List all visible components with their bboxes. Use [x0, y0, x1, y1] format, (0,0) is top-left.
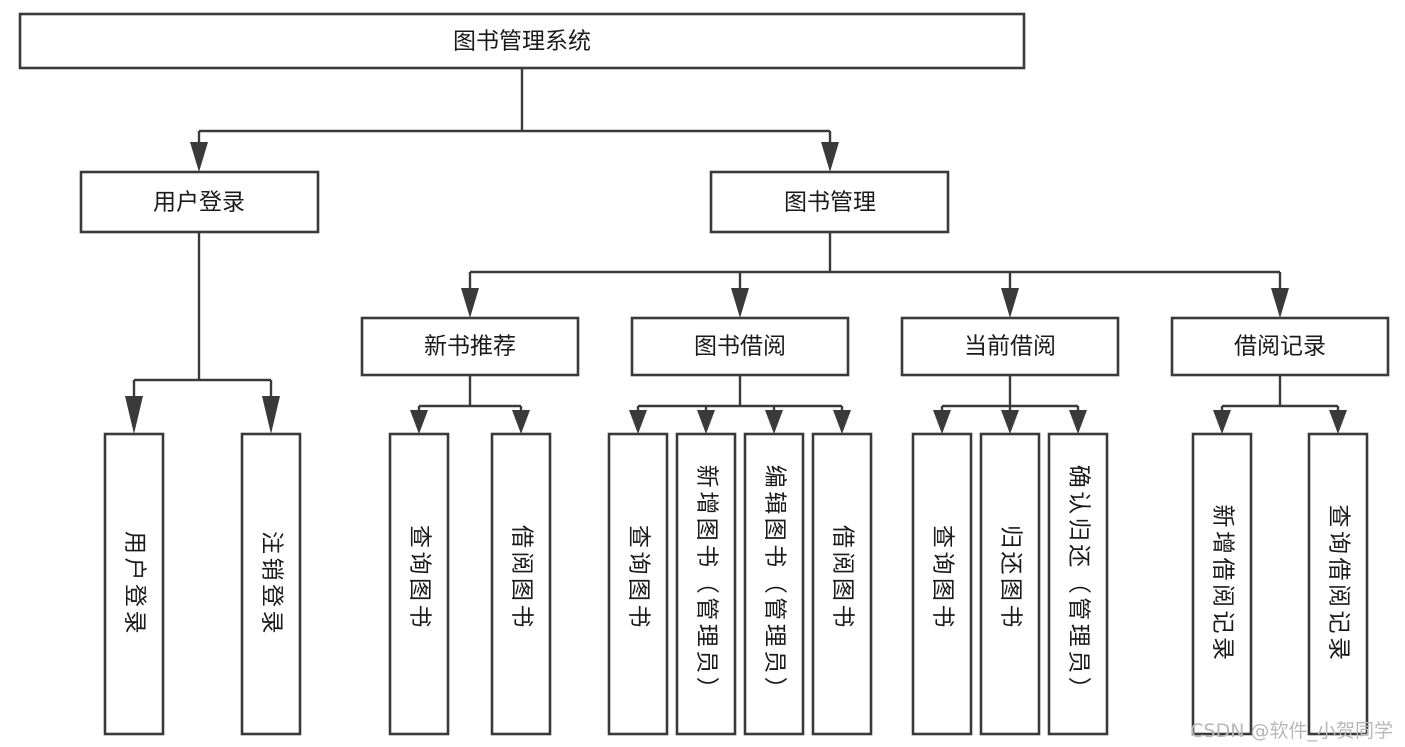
node-new-book-recommend-box[interactable]: [360, 316, 580, 377]
connectors-book-management-to-level3: [461, 232, 1289, 318]
connectors-user-login-to-leaves: [125, 232, 280, 434]
node-borrow-record[interactable]: 借阅记录: [1170, 316, 1390, 377]
node-leaf-query-book-1-box[interactable]: [388, 432, 450, 736]
node-leaf-borrow-book-2[interactable]: 借阅图书: [811, 432, 873, 736]
node-current-borrow-label: 当前借阅: [964, 334, 1056, 360]
arrow-leaf-query-record-icon: [1329, 410, 1347, 434]
node-leaf-query-record-label: 查询借阅记录: [1326, 505, 1352, 664]
arrow-leaf-user-login-icon: [125, 396, 143, 434]
node-leaf-add-book[interactable]: 新增图书（管理员）: [675, 432, 737, 736]
connectors-root-to-level2: [190, 68, 839, 172]
node-leaf-user-login[interactable]: 用户登录: [103, 432, 165, 736]
node-leaf-query-book-1-label: 查询图书: [407, 525, 433, 631]
arrow-leaf-edit-book-icon: [765, 410, 783, 434]
arrow-leaf-borrow-book-1-icon: [512, 410, 530, 434]
node-leaf-borrow-book-2-label: 借阅图书: [830, 525, 856, 631]
arrow-to-book-borrow-icon: [731, 288, 749, 318]
arrow-to-user-login-icon: [190, 142, 208, 172]
node-leaf-query-record[interactable]: 查询借阅记录: [1307, 432, 1369, 736]
node-borrow-record-label: 借阅记录: [1234, 334, 1326, 360]
node-user-login-box[interactable]: [79, 170, 320, 234]
node-leaf-return-book[interactable]: 归还图书: [979, 432, 1041, 736]
node-leaf-borrow-book-1-label: 借阅图书: [509, 525, 535, 631]
node-root[interactable]: 图书管理系统: [18, 12, 1026, 70]
node-book-borrow-label: 图书借阅: [694, 334, 786, 360]
arrow-to-current-borrow-icon: [1001, 288, 1019, 318]
node-book-management-box[interactable]: [709, 170, 950, 234]
node-book-borrow-box[interactable]: [630, 316, 850, 377]
node-leaf-query-book-3-label: 查询图书: [930, 525, 956, 631]
node-root-box[interactable]: [18, 12, 1026, 70]
arrow-leaf-query-book-2-icon: [629, 410, 647, 434]
arrow-to-book-management-icon: [821, 142, 839, 172]
arrow-to-borrow-record-icon: [1271, 288, 1289, 318]
node-leaf-add-record-box[interactable]: [1191, 432, 1253, 736]
connectors-borrow-record-to-leaves: [1213, 375, 1347, 434]
node-leaf-user-logout-label: 注销登录: [259, 531, 285, 637]
node-book-management[interactable]: 图书管理: [709, 170, 950, 234]
node-leaf-return-book-label: 归还图书: [998, 525, 1024, 631]
node-current-borrow-box[interactable]: [900, 316, 1120, 377]
node-new-book-recommend[interactable]: 新书推荐: [360, 316, 580, 377]
node-leaf-add-book-label: 新增图书（管理员）: [694, 465, 720, 704]
node-leaf-edit-book-label: 编辑图书（管理员）: [762, 465, 788, 704]
node-leaf-user-login-box[interactable]: [103, 432, 165, 736]
node-leaf-borrow-book-1-box[interactable]: [490, 432, 552, 736]
node-leaf-query-book-2-box[interactable]: [607, 432, 669, 736]
node-new-book-recommend-label: 新书推荐: [424, 334, 516, 360]
arrow-leaf-query-book-3-icon: [933, 410, 951, 434]
node-book-borrow[interactable]: 图书借阅: [630, 316, 850, 377]
connectors-current-borrow-to-leaves: [933, 375, 1087, 434]
node-leaf-confirm-return-box[interactable]: [1047, 432, 1109, 736]
node-leaf-query-record-box[interactable]: [1307, 432, 1369, 736]
node-leaf-query-book-1[interactable]: 查询图书: [388, 432, 450, 736]
arrow-leaf-return-book-icon: [1001, 410, 1019, 434]
node-leaf-confirm-return[interactable]: 确认归还（管理员）: [1047, 432, 1109, 736]
node-leaf-edit-book[interactable]: 编辑图书（管理员）: [743, 432, 805, 736]
arrow-leaf-query-book-1-icon: [410, 410, 428, 434]
node-current-borrow[interactable]: 当前借阅: [900, 316, 1120, 377]
node-leaf-confirm-return-label: 确认归还（管理员）: [1066, 465, 1092, 704]
node-root-label: 图书管理系统: [453, 29, 591, 55]
arrow-leaf-add-book-icon: [697, 410, 715, 434]
arrow-leaf-borrow-book-2-icon: [833, 410, 851, 434]
node-book-management-label: 图书管理: [784, 190, 876, 216]
arrow-to-new-book-recommend-icon: [461, 288, 479, 318]
connectors-new-book-recommend-to-leaves: [410, 375, 530, 434]
node-leaf-add-record[interactable]: 新增借阅记录: [1191, 432, 1253, 736]
connectors-book-borrow-to-leaves: [629, 375, 851, 434]
node-leaf-user-logout-box[interactable]: [240, 432, 302, 736]
node-leaf-add-book-box[interactable]: [675, 432, 737, 736]
node-leaf-query-book-2[interactable]: 查询图书: [607, 432, 669, 736]
node-user-login-label: 用户登录: [153, 190, 245, 216]
node-leaf-return-book-box[interactable]: [979, 432, 1041, 736]
node-leaf-edit-book-box[interactable]: [743, 432, 805, 736]
arrow-leaf-confirm-return-icon: [1069, 410, 1087, 434]
node-leaf-query-book-3-box[interactable]: [911, 432, 973, 736]
node-leaf-borrow-book-2-box[interactable]: [811, 432, 873, 736]
node-leaf-user-logout[interactable]: 注销登录: [240, 432, 302, 736]
node-leaf-add-record-label: 新增借阅记录: [1210, 505, 1236, 664]
node-leaf-user-login-label: 用户登录: [122, 531, 148, 637]
node-user-login[interactable]: 用户登录: [79, 170, 320, 234]
arrow-leaf-add-record-icon: [1213, 410, 1231, 434]
node-borrow-record-box[interactable]: [1170, 316, 1390, 377]
node-leaf-borrow-book-1[interactable]: 借阅图书: [490, 432, 552, 736]
arrow-leaf-user-logout-icon: [262, 396, 280, 434]
node-leaf-query-book-2-label: 查询图书: [626, 525, 652, 631]
node-leaf-query-book-3[interactable]: 查询图书: [911, 432, 973, 736]
